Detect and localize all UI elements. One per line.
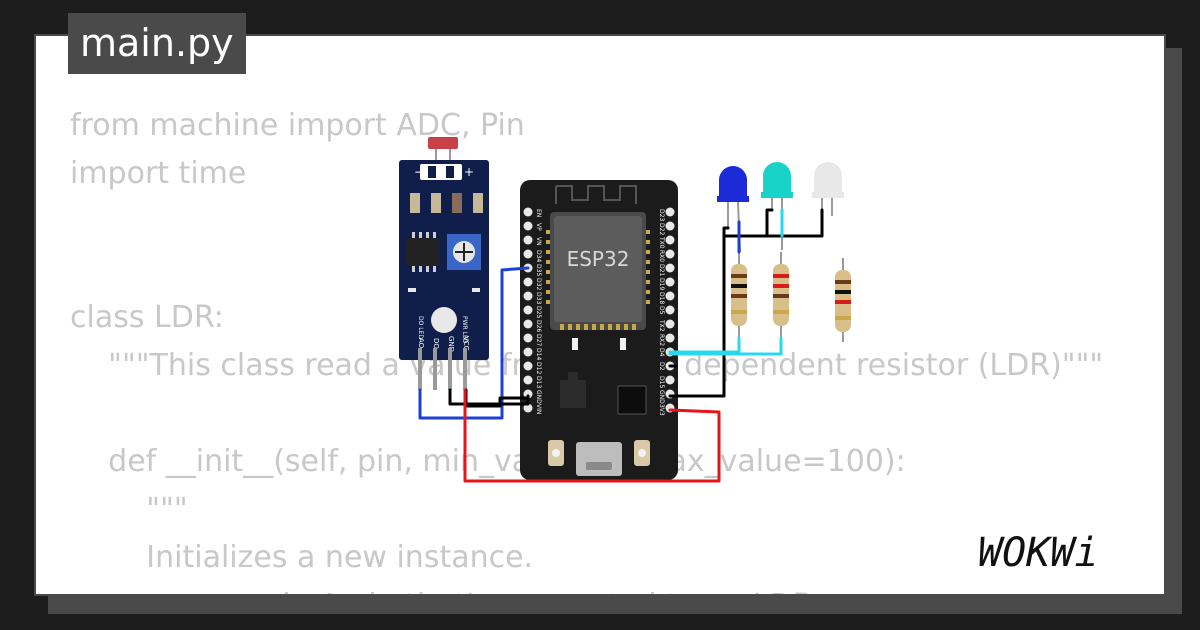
usb-port [576, 442, 622, 476]
pin-label: D27 [535, 334, 542, 346]
pin-label: D4 [658, 348, 665, 357]
usb-uart-chip [617, 385, 647, 415]
pin-label: D5 [658, 306, 665, 315]
wire-d4[interactable] [668, 336, 741, 354]
pin-label-ao: AO [417, 338, 425, 349]
resistor-1[interactable] [731, 252, 747, 338]
pin-label-vcc: VCC [462, 336, 470, 351]
pin-label: D33 [535, 292, 542, 304]
pin-label: D34 [535, 250, 542, 262]
chip-label: ESP32 [567, 247, 630, 271]
resistor-3[interactable] [835, 258, 851, 342]
wires [418, 208, 824, 483]
pin-label: RX0 [658, 250, 665, 262]
pin-label: TX2 [658, 319, 665, 332]
pin-label: D35 [535, 264, 542, 276]
pin-label: GND [658, 390, 665, 404]
right-pin-header [665, 207, 675, 413]
pin-label: VIN [535, 404, 542, 414]
wire-d2[interactable] [668, 336, 783, 356]
code-line: Initializes a new instance. [70, 540, 534, 575]
code-line: import time [70, 156, 247, 191]
pin-label: D32 [535, 278, 542, 290]
mount-hole [431, 307, 457, 333]
pin-label: EN [535, 209, 542, 217]
pin-label: D2 [658, 362, 665, 371]
pin-label-do: DO [432, 338, 440, 349]
logo-text: WOKWi [978, 530, 1098, 576]
pwr-led-label: PWR LED [461, 316, 468, 344]
pin-label: D19 [658, 278, 665, 290]
led-blue-icon [719, 166, 747, 200]
code-line: class LDR: [70, 300, 224, 335]
code-line: :param pin A pin that's connected to an … [70, 582, 1103, 594]
comparator-chip [406, 238, 440, 266]
wire-ao-d34[interactable] [418, 266, 530, 420]
do-led-label: DO LED [417, 316, 424, 339]
led-white-icon [814, 162, 842, 196]
pin-label: D22 [658, 223, 665, 235]
code-line: from machine import ADC, Pin [70, 108, 525, 143]
led-white[interactable] [812, 162, 844, 216]
wokwi-logo: WOKWi [978, 530, 1098, 576]
led-blue[interactable] [717, 166, 749, 253]
code-line: """ [70, 492, 188, 527]
pin-label: D14 [535, 348, 542, 360]
esp32-board[interactable]: ESP32 EN VP VN D34 D35 D32 D33 [520, 180, 678, 480]
file-tab[interactable]: main.py [68, 13, 246, 74]
resistor-2[interactable] [773, 252, 789, 338]
pin-label: D13 [535, 376, 542, 388]
pin-label: D26 [535, 320, 542, 332]
pin-label: 3V3 [658, 404, 665, 416]
ldr-module[interactable]: − + DO LED PWR LED AO DO GND VCC [399, 137, 489, 390]
photoresistor-icon [428, 137, 458, 149]
wire-vcc-3v3[interactable] [463, 388, 721, 483]
pin-label: D15 [658, 376, 665, 388]
voltage-regulator [560, 380, 586, 408]
pin-label: VP [535, 223, 542, 231]
left-pin-header [523, 207, 533, 413]
pin-label: D25 [535, 306, 542, 318]
pin-label: D12 [535, 362, 542, 374]
wire-led-gnd[interactable] [668, 226, 730, 398]
pin-label: D21 [658, 264, 665, 276]
pin-label: D18 [658, 292, 665, 304]
polarity-minus-label: − [414, 165, 424, 179]
pin-label: GND [535, 390, 542, 404]
code-block: from machine import ADC, Pin import time… [70, 102, 1103, 594]
pin-label: RX2 [658, 334, 665, 346]
led-cyan-icon [763, 162, 791, 196]
wire-gnd[interactable] [448, 388, 530, 406]
polarity-plus-label: + [464, 165, 474, 179]
code-line: def __init__(self, pin, min_value=0, max… [70, 444, 906, 479]
module-pcb [399, 160, 489, 360]
pin-label: D23 [658, 209, 665, 221]
pin-label: TX0 [658, 236, 665, 249]
pin-label-gnd: GND [447, 336, 455, 352]
pin-label: VN [535, 237, 542, 246]
